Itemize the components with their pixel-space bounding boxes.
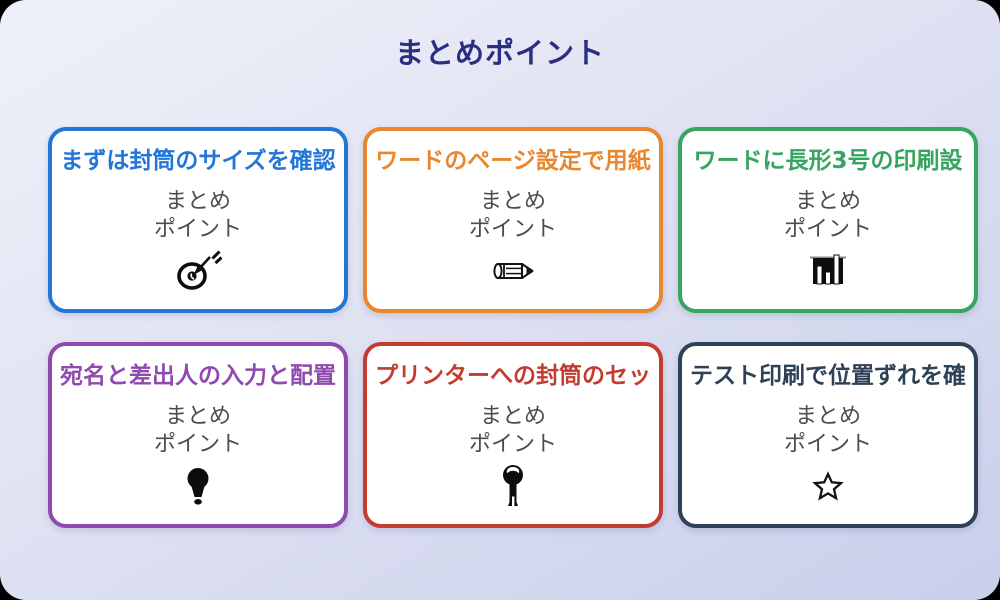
summary-card-test-print: テスト印刷で位置ずれを確 まとめ ポイント	[678, 342, 978, 528]
page-title: まとめポイント	[394, 36, 605, 70]
card-title-wrap: プリンターへの封筒のセッ	[367, 356, 659, 390]
summary-card-word-page-setup: ワードのページ設定で用紙 まとめ ポイント	[363, 127, 663, 313]
card-title: プリンターへの封筒のセッ	[375, 363, 651, 389]
card-title: ワードのページ設定で用紙	[375, 148, 651, 174]
summary-card-envelope-size: まずは封筒のサイズを確認 まとめ ポイント	[48, 127, 348, 313]
card-subtitle-line2: ポイント	[153, 217, 242, 243]
card-subtitle-line2: ポイント	[468, 432, 557, 458]
summary-card-print-settings: ワードに長形3号の印刷設 まとめ ポイント	[678, 127, 978, 313]
card-subtitle-line2: ポイント	[153, 432, 242, 458]
card-title: テスト印刷で位置ずれを確	[690, 363, 966, 389]
star-icon	[812, 462, 844, 510]
card-subtitle-line1: まとめ	[794, 404, 861, 429]
pencil-icon	[489, 247, 537, 295]
card-subtitle-line2: ポイント	[783, 217, 872, 243]
summary-card-address-layout: 宛名と差出人の入力と配置 まとめ ポイント	[48, 342, 348, 528]
summary-card-printer-envelope: プリンターへの封筒のセッ まとめ ポイント	[363, 342, 663, 528]
card-subtitle-line1: まとめ	[164, 189, 231, 214]
card-subtitle-line1: まとめ	[479, 189, 546, 214]
card-subtitle-line2: ポイント	[468, 217, 557, 243]
card-subtitle: まとめ ポイント	[469, 188, 557, 244]
card-subtitle: まとめ ポイント	[784, 188, 872, 244]
card-subtitle: まとめ ポイント	[154, 403, 242, 459]
bar-chart-icon	[804, 247, 852, 295]
card-title-wrap: テスト印刷で位置ずれを確	[682, 356, 974, 390]
card-title-wrap: ワードのページ設定で用紙	[367, 141, 659, 175]
card-subtitle: まとめ ポイント	[154, 188, 242, 244]
summary-card-grid: まずは封筒のサイズを確認 まとめ ポイント ワ	[48, 127, 978, 528]
card-title-wrap: 宛名と差出人の入力と配置	[52, 356, 344, 390]
card-title-wrap: まずは封筒のサイズを確認	[52, 141, 344, 175]
card-title: まずは封筒のサイズを確認	[60, 148, 336, 174]
card-subtitle: まとめ ポイント	[469, 403, 557, 459]
card-subtitle-line1: まとめ	[479, 404, 546, 429]
card-title: 宛名と差出人の入力と配置	[60, 363, 336, 389]
card-subtitle: まとめ ポイント	[784, 403, 872, 459]
key-icon	[493, 462, 533, 510]
target-dart-icon	[174, 247, 222, 295]
card-subtitle-line1: まとめ	[164, 404, 231, 429]
card-title: ワードに長形3号の印刷設	[693, 148, 963, 174]
card-subtitle-line1: まとめ	[794, 189, 861, 214]
card-subtitle-line2: ポイント	[783, 432, 872, 458]
lightbulb-icon	[178, 462, 218, 510]
card-title-wrap: ワードに長形3号の印刷設	[682, 141, 974, 175]
